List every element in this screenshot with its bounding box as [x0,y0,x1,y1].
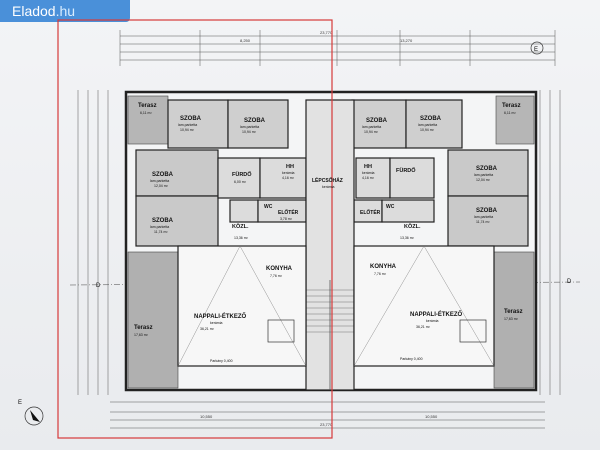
dim-top-b: 13,270 [400,38,413,43]
left-bedroom2-area: 10,94 m² [242,130,257,134]
left-bedroom1-note: lam.parketta [178,123,197,127]
left-bedroom1-area: 10,94 m² [180,128,195,132]
right-terrace-bottom-area: 17,63 m² [504,317,519,321]
left-kitchen-area: 7,76 m² [270,274,283,278]
right-corridor-label: KÖZL. [404,223,421,230]
right-living-area: 36,21 m² [416,325,431,329]
unit-highlight-frame [57,19,333,439]
left-top-terrace [127,95,169,145]
left-sill-label: Parkány 0,400 [210,359,233,363]
dim-bottom-total: 23,770 [320,422,333,427]
logo-name: Eladod [12,3,56,19]
left-living-area [177,245,307,367]
eladod-logo[interactable]: Eladod.hu [0,0,130,22]
logo-tld: .hu [55,3,76,19]
dim-top-a: 8,250 [240,38,251,43]
left-hh-area: 4,16 m² [282,176,295,180]
left-bath-label: FÜRDŐ [232,171,252,178]
dim-bottom-l: 10,550 [200,414,213,419]
right-top-terrace [495,95,535,145]
bottom-dimension-lines [110,401,545,429]
right-hh-area: 4,16 m² [362,176,375,180]
right-wc-label: WC [386,204,395,210]
dim-bottom-r: 10,550 [425,414,438,419]
right-bedroom3-label: SZOBA [476,166,498,172]
axis-d-left-label: D [96,283,101,289]
right-hh-label: HH [364,164,372,170]
living-diagonals [177,245,495,367]
right-terrace-top-area: 6,11 m² [504,111,516,115]
right-sill-label: Parkány 0,400 [400,357,423,361]
left-kitchen-label: KONYHA [266,266,293,272]
right-bedroom2-area: 10,94 m² [420,128,435,132]
right-bedroom4-area: 11,74 m² [476,220,490,224]
right-hall-label: ELŐTÉR [360,208,381,216]
left-terrace-bottom-area: 17,63 m² [134,333,149,337]
right-unit-labels: Terasz 6,11 m² SZOBA lam.parketta 10,94 … [360,103,523,361]
right-terrace-bottom-label: Terasz [504,309,523,315]
right-bedroom4-note: lam.parketta [474,215,493,219]
right-bedroom3-area: 12,04 m² [476,178,491,182]
right-bedroom4-label: SZOBA [476,208,498,214]
left-bedroom4-area: 11,74 m² [154,230,168,234]
right-dining-table [459,319,487,343]
axis-marker-e [530,41,544,55]
right-kitchen-label: KONYHA [370,264,397,270]
dim-top-total: 23,770 [320,30,333,35]
left-living-area: 36,21 m² [200,327,215,331]
left-terrace-top-area: 6,11 m² [140,111,152,115]
right-bedroom3-note: lam.parketta [474,173,493,177]
right-bedroom1-area: 10,94 m² [364,130,379,134]
right-kitchen-area: 7,76 m² [374,272,387,276]
left-bedroom1-label: SZOBA [180,116,202,122]
right-bedroom1-label: SZOBA [366,118,388,124]
right-bottom-terrace [493,251,535,389]
right-living-label: NAPPALI-ÉTKEZŐ [410,310,463,318]
stair-label: LÉPCSŐHÁZ [312,176,343,184]
north-arrow-icon [24,406,44,426]
left-terrace-top-label: Terasz [138,103,157,109]
right-bedroom2-note: lam.parketta [418,123,437,127]
axis-e-label: E [534,47,538,53]
left-corridor-label: KÖZL. [232,223,249,230]
left-rooms [135,99,307,247]
left-bedroom2-note: lam.parketta [240,125,259,129]
left-bedroom2-label: SZOBA [244,118,266,124]
left-living-label: NAPPALI-ÉTKEZŐ [194,312,247,320]
left-bedroom4-note: lam.parketta [150,225,169,229]
stair-note: kerámia [322,185,335,189]
right-corridor-area: 13,36 m² [400,236,415,240]
north-arrow-label: E [18,400,22,406]
right-bedroom1-note: lam.parketta [362,125,381,129]
left-hh-note: kerámia [282,171,295,175]
right-rooms [351,99,529,247]
left-wc-label: WC [264,204,273,210]
left-hall-label: ELŐTÉR [278,208,299,216]
left-hall-area: 3,78 m² [280,217,293,221]
left-unit-labels: Terasz 6,11 m² SZOBA lam.parketta 10,94 … [134,103,299,363]
right-living-note: kerámia [426,319,439,323]
left-dimension-lines [77,90,109,395]
right-hh-note: kerámia [362,171,375,175]
left-bedroom3-note: lam.parketta [150,179,169,183]
left-dining-table [267,319,295,343]
left-terrace-bottom-label: Terasz [134,325,153,331]
left-bath-area: 6,00 m² [234,180,247,184]
right-terrace-top-label: Terasz [502,103,521,109]
right-dimension-lines [539,90,561,395]
left-corridor-area: 13,36 m² [234,236,249,240]
left-bedroom3-area: 12,04 m² [154,184,169,188]
left-bedroom4-label: SZOBA [152,218,174,224]
stair-steps [306,280,354,390]
left-bedroom3-label: SZOBA [152,172,174,178]
top-dimension-lines [119,30,556,66]
left-hh-label: HH [286,164,294,170]
left-living-note: kerámia [210,321,223,325]
left-bottom-terrace [127,251,179,389]
right-bath-label: FÜRDŐ [396,167,416,174]
right-bedroom2-label: SZOBA [420,116,442,122]
right-living-area [353,245,495,367]
